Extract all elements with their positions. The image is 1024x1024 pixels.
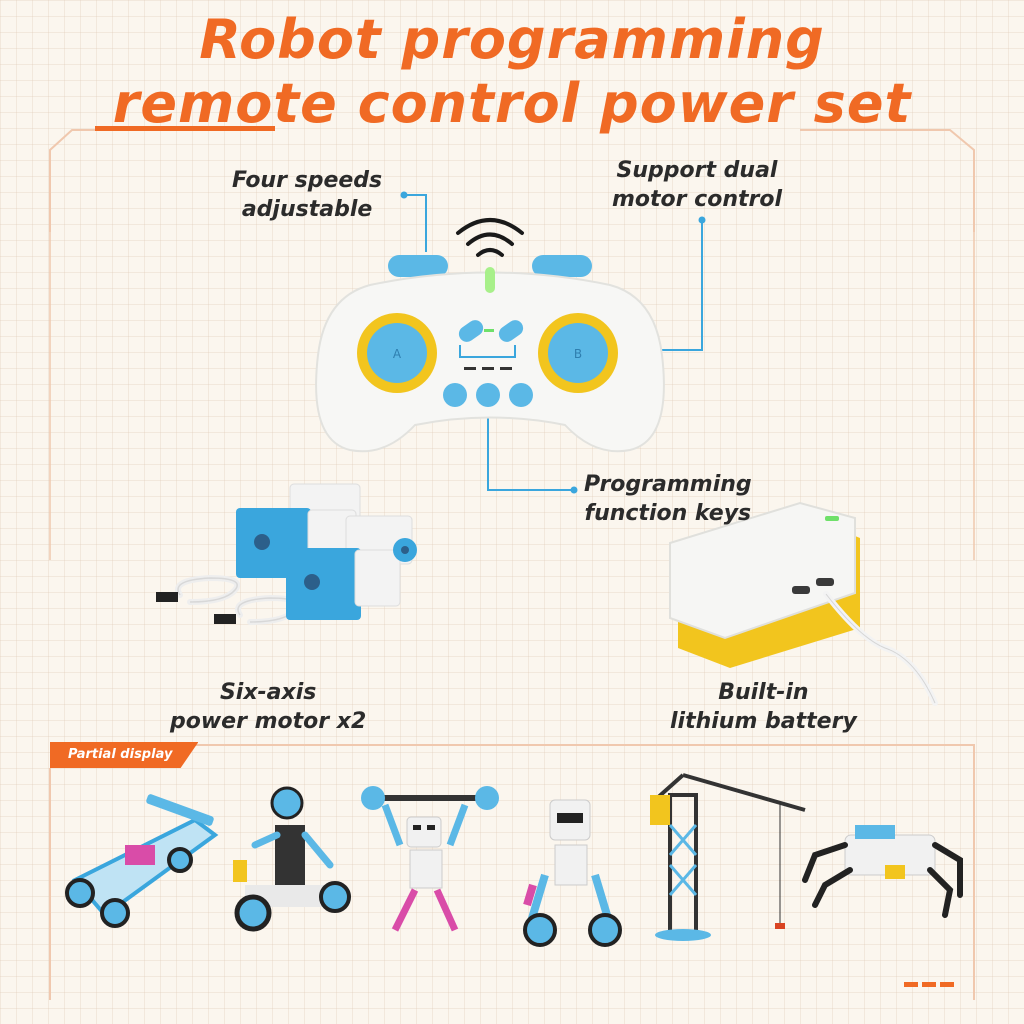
label-six-axis-motor-line2: power motor x2 — [170, 709, 367, 734]
tricycle-robot-model — [233, 786, 351, 932]
stick-left-label: A — [393, 347, 402, 361]
label-six-axis-motor: Six-axis power motor x2 — [170, 678, 366, 736]
robot-models-row — [65, 773, 963, 947]
label-four-speeds: Four speeds adjustable — [232, 166, 382, 224]
label-function-keys: Programming function keys — [584, 470, 752, 528]
wireless-signal-icon — [456, 218, 524, 257]
label-battery: Built-in lithium battery — [670, 678, 857, 736]
remote-controller: A B — [315, 218, 665, 453]
label-six-axis-motor-line1: Six-axis — [219, 680, 317, 705]
tower-crane-model — [650, 773, 806, 941]
label-function-keys-line2: function keys — [584, 501, 752, 526]
label-dual-motor-line2: motor control — [612, 187, 783, 212]
stick-right-label: B — [574, 347, 582, 361]
label-four-speeds-line1: Four speeds — [232, 168, 383, 193]
weightlifter-robot-model — [361, 786, 499, 932]
label-dual-motor-line1: Support dual — [616, 158, 778, 183]
lithium-battery — [669, 501, 938, 706]
label-four-speeds-line2: adjustable — [241, 197, 373, 222]
partial-display-tag: Partial display — [50, 742, 199, 768]
balance-robot-model — [523, 799, 622, 947]
label-battery-line2: lithium battery — [670, 709, 857, 734]
label-function-keys-line1: Programming — [584, 472, 752, 497]
page-title-line-2: remote control power set — [112, 72, 912, 135]
race-car-model — [65, 794, 219, 928]
label-dual-motor: Support dual motor control — [612, 156, 782, 214]
power-motors — [156, 483, 417, 625]
label-battery-line1: Built-in — [718, 680, 809, 705]
spider-robot-model — [802, 825, 963, 918]
page-title-line-1: Robot programming — [199, 8, 825, 71]
dash-marks — [904, 982, 954, 987]
